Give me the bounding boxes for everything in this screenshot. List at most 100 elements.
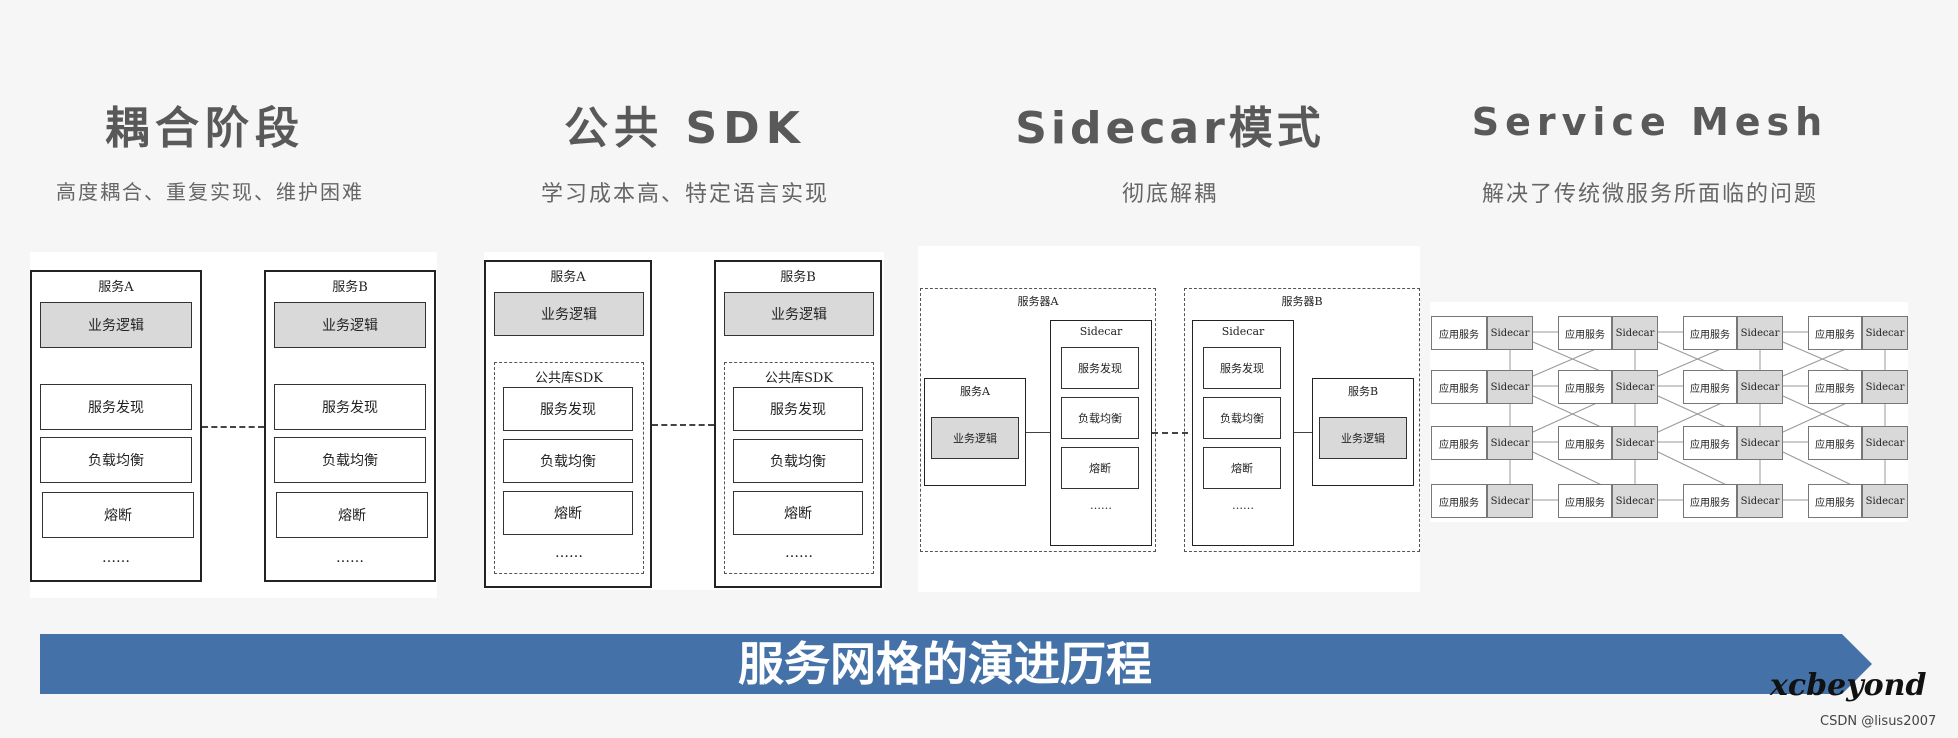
service-b-label: 服务B	[780, 270, 816, 285]
circuit-break-block: 熔断	[276, 492, 428, 538]
service-mesh-diagram: 应用服务 Sidecar 应用服务 Sidecar 应用服务 Sidecar 应…	[1430, 302, 1908, 522]
sidecar-node: Sidecar	[1862, 316, 1908, 350]
server-a-label: 服务器A	[1017, 295, 1059, 308]
load-balance-block: 负载均衡	[1061, 397, 1139, 439]
load-balance-block: 负载均衡	[733, 439, 863, 483]
discovery-block: 服务发现	[503, 387, 633, 431]
app-service-node: 应用服务	[1431, 484, 1487, 518]
app-sidecar-link-a	[1026, 432, 1050, 433]
app-service-node: 应用服务	[1431, 426, 1487, 460]
ellipsis: ……	[336, 550, 364, 566]
service-b-label: 服务B	[332, 280, 368, 295]
sdk-label: 公共库SDK	[764, 371, 834, 386]
stage-4-subtitle: 解决了传统微服务所面临的问题	[1481, 182, 1818, 207]
sidecar-node: Sidecar	[1612, 316, 1658, 350]
sdk-diagram: 服务A 业务逻辑 公共库SDK 服务发现 负载均衡 熔断 …… 服务B 业务逻辑…	[484, 252, 884, 590]
ellipsis: ……	[785, 545, 813, 561]
app-service-node: 应用服务	[1558, 484, 1612, 518]
sidecar-diagram: 服务器A 服务器B 服务A 业务逻辑 Sidecar 服务发现 负载均衡 熔断 …	[918, 246, 1420, 592]
app-service-node: 应用服务	[1808, 484, 1862, 518]
app-service-node: 应用服务	[1431, 370, 1487, 404]
app-service-node: 应用服务	[1808, 316, 1862, 350]
stage-1-subtitle: 高度耦合、重复实现、维护困难	[56, 180, 364, 204]
sdk-label: 公共库SDK	[534, 371, 604, 386]
stage-1-title: 耦合阶段	[105, 103, 305, 154]
ellipsis: ……	[1232, 499, 1254, 512]
business-logic-block: 业务逻辑	[931, 417, 1019, 459]
sidecar-node: Sidecar	[1862, 370, 1908, 404]
app-service-node: 应用服务	[1683, 370, 1737, 404]
discovery-block: 服务发现	[1061, 347, 1139, 389]
sidecar-a-label: Sidecar	[1079, 325, 1123, 338]
service-a-label: 服务A	[550, 270, 586, 285]
service-a-label: 服务A	[960, 385, 990, 398]
stage-4-title: Service Mesh	[1471, 100, 1829, 144]
sidecar-b-label: Sidecar	[1221, 325, 1265, 338]
sdk-box: 公共库SDK 服务发现 负载均衡 熔断 ……	[494, 362, 644, 574]
server-b-label: 服务器B	[1281, 295, 1323, 308]
business-logic-block: 业务逻辑	[724, 292, 874, 336]
connection-line	[652, 424, 714, 426]
sdk-box: 公共库SDK 服务发现 负载均衡 熔断 ……	[724, 362, 874, 574]
business-logic-block: 业务逻辑	[494, 292, 644, 336]
load-balance-block: 负载均衡	[40, 437, 192, 483]
sidecar-connection-line	[1152, 432, 1198, 434]
discovery-block: 服务发现	[733, 387, 863, 431]
sidecar-node: Sidecar	[1612, 370, 1658, 404]
evolution-banner-arrow	[40, 634, 1872, 694]
business-logic-block: 业务逻辑	[40, 302, 192, 348]
stage-2-subtitle: 学习成本高、特定语言实现	[540, 182, 829, 207]
sidecar-node: Sidecar	[1487, 426, 1533, 460]
app-service-node: 应用服务	[1808, 426, 1862, 460]
stage-3-subtitle: 彻底解耦	[1121, 182, 1218, 207]
signature-logo: xcbeyond	[1770, 668, 1927, 703]
server-a-box: 服务器A	[920, 288, 1156, 552]
discovery-block: 服务发现	[1203, 347, 1281, 389]
ellipsis: ……	[1090, 499, 1112, 512]
sidecar-node: Sidecar	[1487, 370, 1533, 404]
app-service-node: 应用服务	[1558, 316, 1612, 350]
app-service-node: 应用服务	[1683, 316, 1737, 350]
discovery-block: 服务发现	[40, 384, 192, 430]
app-service-node: 应用服务	[1808, 370, 1862, 404]
circuit-break-block: 熔断	[503, 491, 633, 535]
load-balance-block: 负载均衡	[274, 437, 426, 483]
connection-line	[202, 426, 264, 428]
discovery-block: 服务发现	[274, 384, 426, 430]
sidecar-a-box: Sidecar 服务发现 负载均衡 熔断 ……	[1050, 320, 1152, 546]
load-balance-block: 负载均衡	[503, 439, 633, 483]
service-a-box: 服务A 业务逻辑 公共库SDK 服务发现 负载均衡 熔断 ……	[484, 260, 652, 588]
service-a-box: 服务A 业务逻辑 服务发现 负载均衡 熔断 ……	[30, 270, 202, 582]
service-b-box: 服务B 业务逻辑 服务发现 负载均衡 熔断 ……	[264, 270, 436, 582]
service-b-box: 服务B 业务逻辑 公共库SDK 服务发现 负载均衡 熔断 ……	[714, 260, 882, 588]
service-a-label: 服务A	[98, 280, 134, 295]
sidecar-node: Sidecar	[1737, 426, 1783, 460]
credit-text: CSDN @lisus2007	[1820, 714, 1937, 729]
stage-3-title: Sidecar模式	[1015, 103, 1325, 154]
app-service-node: 应用服务	[1431, 316, 1487, 350]
sidecar-node: Sidecar	[1737, 484, 1783, 518]
app-service-node: 应用服务	[1683, 426, 1737, 460]
sidecar-b-box: Sidecar 服务发现 负载均衡 熔断 ……	[1192, 320, 1294, 546]
sidecar-node: Sidecar	[1862, 426, 1908, 460]
sidecar-node: Sidecar	[1862, 484, 1908, 518]
sidecar-node: Sidecar	[1737, 316, 1783, 350]
circuit-break-block: 熔断	[1061, 447, 1139, 489]
sidecar-node: Sidecar	[1737, 370, 1783, 404]
service-a-box: 服务A 业务逻辑	[924, 378, 1026, 486]
app-service-node: 应用服务	[1558, 370, 1612, 404]
business-logic-block: 业务逻辑	[1319, 417, 1407, 459]
ellipsis: ……	[102, 550, 130, 566]
sidecar-node: Sidecar	[1487, 484, 1533, 518]
coupled-diagram: 服务A 业务逻辑 服务发现 负载均衡 熔断 …… 服务B 业务逻辑 服务发现 负…	[30, 252, 437, 598]
load-balance-block: 负载均衡	[1203, 397, 1281, 439]
stage-2-title: 公共 SDK	[564, 103, 806, 154]
sidecar-node: Sidecar	[1612, 484, 1658, 518]
service-b-label: 服务B	[1347, 385, 1379, 398]
app-service-node: 应用服务	[1558, 426, 1612, 460]
ellipsis: ……	[555, 545, 583, 561]
server-b-box: 服务器B	[1184, 288, 1420, 552]
sidecar-node: Sidecar	[1487, 316, 1533, 350]
app-service-node: 应用服务	[1683, 484, 1737, 518]
service-b-box: 服务B 业务逻辑	[1312, 378, 1414, 486]
